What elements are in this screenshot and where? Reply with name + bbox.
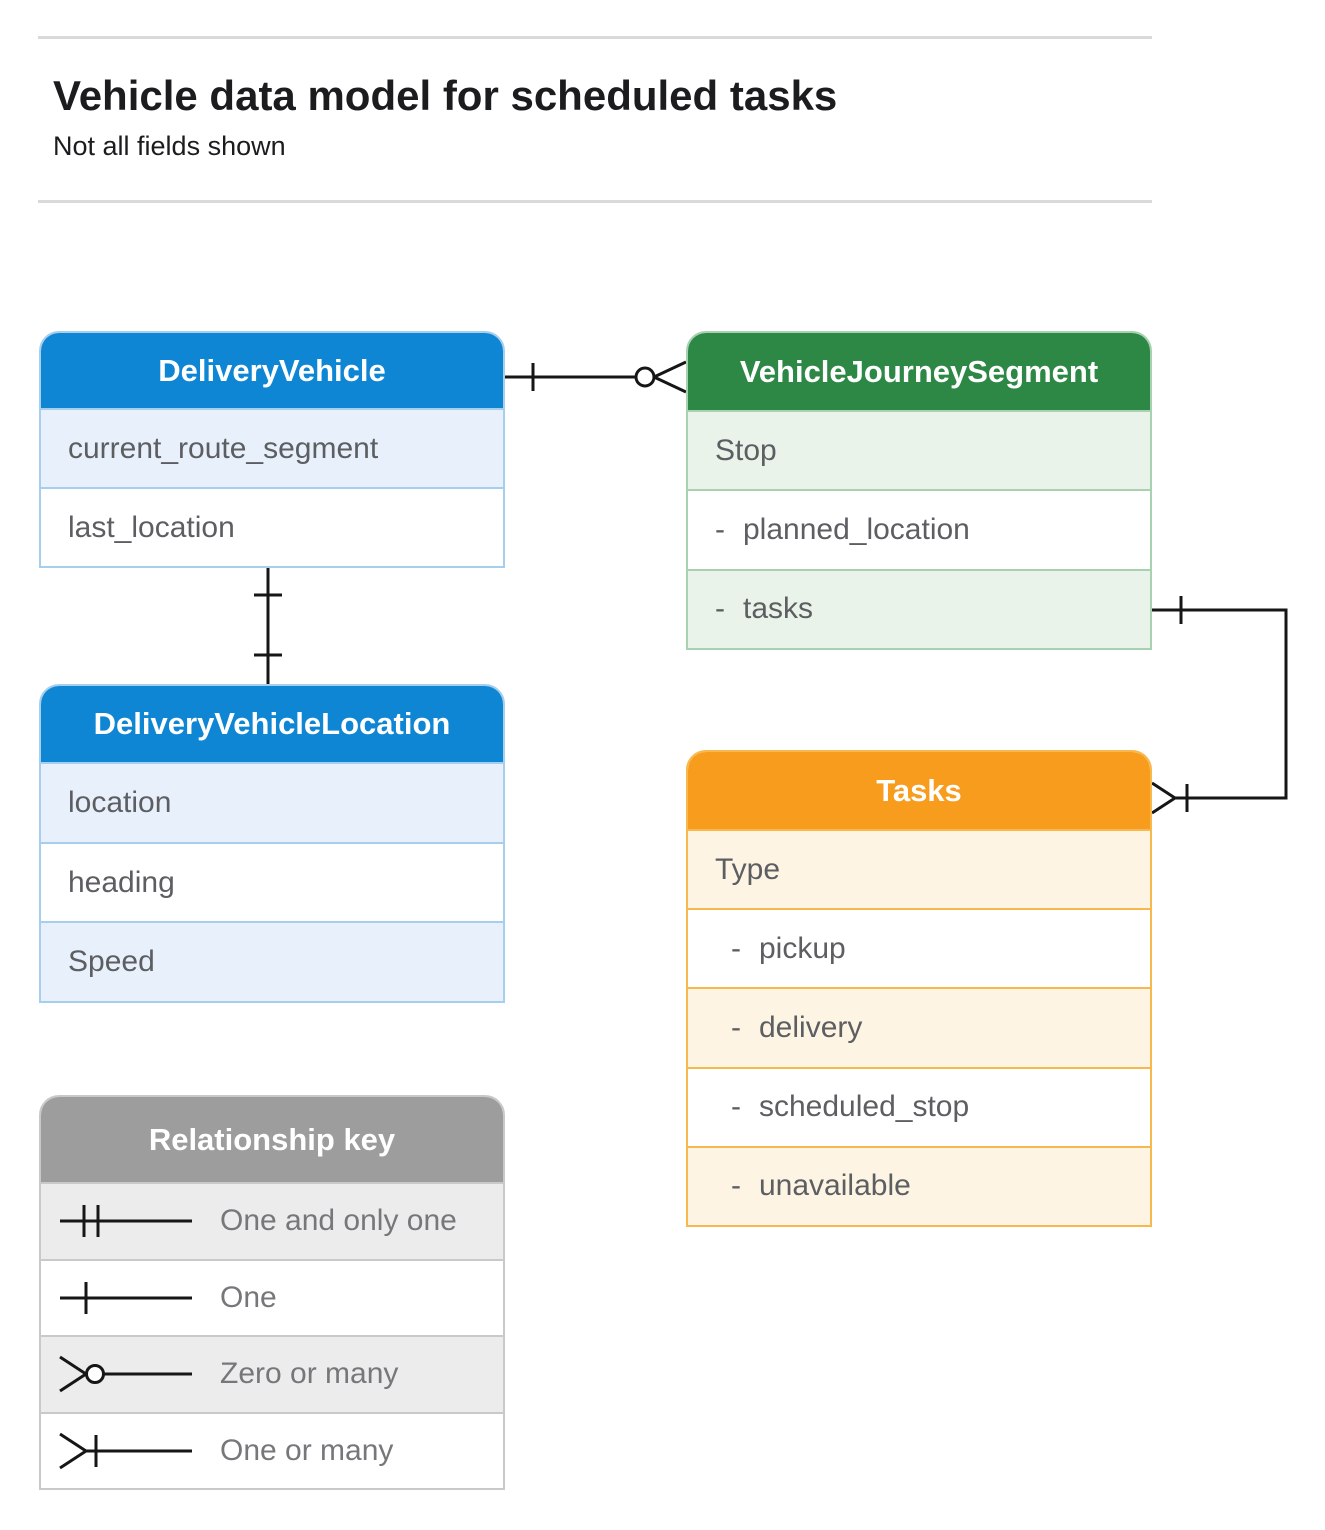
one-and-only-one-icon xyxy=(60,1205,192,1238)
legend-row: One and only one xyxy=(41,1182,503,1259)
entity-vehicle-journey-segment: VehicleJourneySegment Stop-planned_locat… xyxy=(686,331,1152,650)
entity-title: DeliveryVehicle xyxy=(158,352,386,388)
entity-title: VehicleJourneySegment xyxy=(739,353,1099,389)
connector-line xyxy=(1152,608,1288,800)
legend-label: One and only one xyxy=(220,1204,457,1238)
field-label: last_location xyxy=(68,510,235,544)
entity-rows: current_route_segment last_location xyxy=(41,408,503,566)
entity-row: Stop xyxy=(688,410,1150,490)
legend-row: One or many xyxy=(41,1411,503,1488)
entity-header: DeliveryVehicle xyxy=(41,333,503,408)
one-icon xyxy=(60,1281,192,1314)
dash-bullet: - xyxy=(715,512,725,546)
legend-label: Zero or many xyxy=(220,1357,399,1391)
field-label: planned_location xyxy=(743,512,970,546)
dash-bullet: - xyxy=(731,931,741,965)
dash-bullet: - xyxy=(731,1011,741,1044)
entity-row: -unavailable xyxy=(688,1145,1150,1225)
entity-header: DeliveryVehicleLocation xyxy=(41,686,503,762)
entity-row: current_route_segment xyxy=(41,408,503,487)
legend-header: Relationship key xyxy=(41,1097,503,1182)
field-label: unavailable xyxy=(759,1169,911,1203)
field-label: Speed xyxy=(68,945,155,979)
field-label: pickup xyxy=(759,931,846,965)
field-label: heading xyxy=(68,865,175,899)
legend-title: Relationship key xyxy=(148,1121,396,1157)
field-label: Type xyxy=(715,852,781,886)
field-label: tasks xyxy=(743,592,814,626)
dash-bullet: - xyxy=(731,1090,741,1124)
field-label: current_route_segment xyxy=(68,431,379,465)
one-or-many-icon xyxy=(59,1432,192,1470)
entity-row: -scheduled_stop xyxy=(688,1066,1150,1146)
divider xyxy=(38,200,1152,203)
entity-title: DeliveryVehicleLocation xyxy=(93,706,451,741)
entity-title: Tasks xyxy=(876,772,962,808)
entity-row: -planned_location xyxy=(688,489,1150,569)
entity-row: -pickup xyxy=(688,908,1150,988)
one-ticks xyxy=(254,593,282,657)
dash-bullet: - xyxy=(731,1169,741,1203)
page-subtitle: Not all fields shown xyxy=(53,131,286,161)
entity-row: Type xyxy=(688,829,1150,909)
entity-header: Tasks xyxy=(688,752,1150,829)
legend-label: One xyxy=(220,1280,277,1314)
entity-row: heading xyxy=(41,841,503,922)
entity-row: -tasks xyxy=(688,568,1150,648)
dash-bullet: - xyxy=(715,592,725,626)
legend-label: One or many xyxy=(220,1433,394,1467)
entity-rows: Stop-planned_location-tasks xyxy=(688,410,1150,648)
entity-tasks: Tasks Type-pickup-delivery-scheduled_sto… xyxy=(686,750,1152,1227)
entity-rows: Type-pickup-delivery-scheduled_stop-unav… xyxy=(688,829,1150,1225)
zero-circle xyxy=(634,366,656,388)
field-label: scheduled_stop xyxy=(759,1090,970,1124)
entity-row: last_location xyxy=(41,487,503,566)
field-label: Stop xyxy=(715,433,777,467)
legend-row: Zero or many xyxy=(41,1335,503,1412)
field-label: delivery xyxy=(759,1011,863,1044)
connector-vehiclejourneysegment-tasks xyxy=(1151,596,1288,815)
connector-deliveryvehicle-vehiclejourneysegment xyxy=(505,360,687,394)
zero-or-many-icon xyxy=(59,1355,192,1393)
field-label: location xyxy=(68,785,172,819)
crow-foot xyxy=(1151,781,1176,815)
entity-row: -delivery xyxy=(688,987,1150,1067)
page-title: Vehicle data model for scheduled tasks xyxy=(53,72,838,119)
entity-row: location xyxy=(41,762,503,842)
entity-header: VehicleJourneySegment xyxy=(688,333,1150,410)
divider xyxy=(38,36,1152,39)
connector-deliveryvehicle-deliveryvehiclelocation xyxy=(254,568,282,684)
crow-foot xyxy=(653,360,687,394)
entity-row: Speed xyxy=(41,921,503,1001)
legend-row: One xyxy=(41,1258,503,1335)
